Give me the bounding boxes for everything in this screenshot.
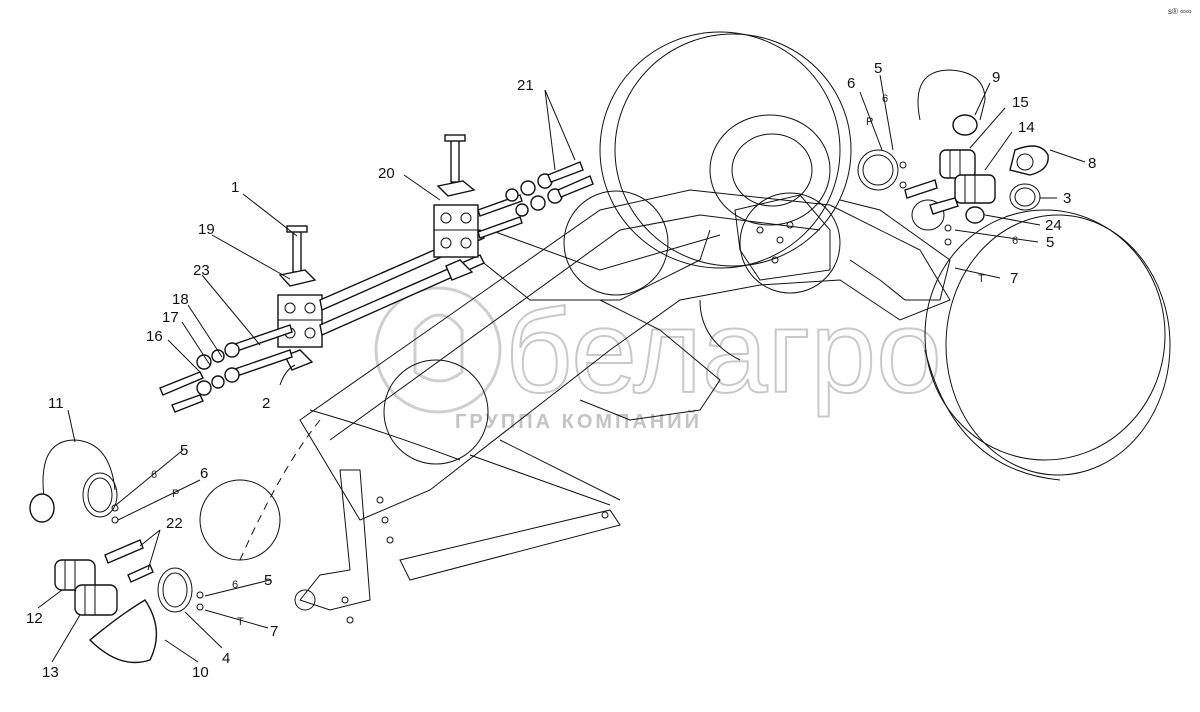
dust-cap-9 bbox=[952, 114, 978, 136]
callout-10: 10 bbox=[192, 664, 209, 681]
callout-14: 14 bbox=[1018, 119, 1035, 136]
callout-9: 9 bbox=[992, 69, 1000, 86]
clamp-assembly-top bbox=[433, 134, 594, 281]
port-mark-6-low: 6 bbox=[232, 579, 238, 591]
callout-7-right: 7 bbox=[1010, 270, 1018, 287]
callout-23: 23 bbox=[193, 262, 210, 279]
callout-20: 20 bbox=[378, 165, 395, 182]
dust-cap-strap-11 bbox=[42, 439, 116, 506]
fitting-21-upper bbox=[547, 161, 584, 183]
callout-6-top: 6 bbox=[847, 75, 855, 92]
dust-cap-10 bbox=[88, 599, 158, 664]
detail-circle-right bbox=[739, 192, 841, 294]
callout-5-left: 5 bbox=[180, 442, 188, 459]
leader-lines bbox=[37, 74, 1086, 663]
callout-24: 24 bbox=[1045, 217, 1062, 234]
snap-ring-4 bbox=[157, 567, 193, 613]
callout-4: 4 bbox=[222, 650, 230, 667]
coupling-15 bbox=[939, 149, 976, 179]
clamp-bolt-top bbox=[450, 139, 460, 183]
port-mark-t-low: T bbox=[237, 616, 244, 628]
rear-wheel-left bbox=[599, 31, 852, 269]
snap-ring-6 bbox=[857, 149, 899, 191]
callout-19: 19 bbox=[198, 221, 215, 238]
callout-18: 18 bbox=[172, 291, 189, 308]
port-mark-t-right: T bbox=[978, 273, 985, 285]
detail-circle-middle bbox=[383, 359, 489, 465]
callout-1: 1 bbox=[231, 179, 239, 196]
port-mark-6-left: 6 bbox=[151, 469, 157, 481]
watermark-subtitle: ГРУППА КОМПАНИЙ bbox=[455, 409, 702, 433]
watermark-brand: белагро bbox=[505, 286, 942, 418]
callout-7-low: 7 bbox=[270, 623, 278, 640]
coupling-group-right bbox=[857, 69, 1049, 246]
tractor-frame bbox=[239, 189, 951, 624]
callout-2: 2 bbox=[262, 395, 270, 412]
port-mark-p-left: P bbox=[172, 488, 179, 500]
fitting-22-upper bbox=[104, 539, 144, 564]
port-mark-6-right: 6 bbox=[1012, 235, 1018, 247]
callout-12: 12 bbox=[26, 610, 43, 627]
callout-21: 21 bbox=[517, 77, 534, 94]
o-ring-3 bbox=[1009, 183, 1041, 211]
cap-8 bbox=[1009, 145, 1049, 176]
callout-17: 17 bbox=[162, 309, 179, 326]
coupling-13 bbox=[74, 584, 118, 616]
fitting-22-lower bbox=[127, 564, 154, 583]
tube-lower bbox=[319, 254, 485, 336]
callout-16: 16 bbox=[146, 328, 163, 345]
rear-wheel-right bbox=[924, 209, 1171, 481]
coupling-group-left bbox=[29, 439, 204, 664]
clamp-bolt-1 bbox=[292, 229, 302, 273]
clamp-block-19 bbox=[277, 294, 323, 348]
watermark-logo-mark bbox=[413, 313, 464, 383]
corner-mark: s® ∞∞ bbox=[1168, 7, 1192, 16]
callout-15: 15 bbox=[1012, 94, 1029, 111]
callout-labels: 1 19 23 18 17 16 2 20 21 6 5 9 15 14 8 3… bbox=[26, 60, 1096, 681]
dust-cap-11 bbox=[29, 493, 55, 523]
fitting-21-lower bbox=[557, 175, 594, 198]
callout-13: 13 bbox=[42, 664, 59, 681]
port-marks: 6 P 6 T 6 P 6 T bbox=[151, 93, 1018, 628]
callout-3: 3 bbox=[1063, 190, 1071, 207]
callout-22: 22 bbox=[166, 515, 183, 532]
callout-5-right: 5 bbox=[1046, 234, 1054, 251]
callout-8: 8 bbox=[1088, 155, 1096, 172]
watermark: белагро ГРУППА КОМПАНИЙ bbox=[374, 285, 943, 433]
port-mark-6-top: 6 bbox=[882, 93, 888, 105]
watermark-logo-ring bbox=[374, 286, 502, 414]
detail-circle-left bbox=[199, 479, 281, 561]
snap-ring-11 bbox=[82, 472, 118, 518]
washer-24 bbox=[965, 206, 985, 224]
snap-ring-lower bbox=[911, 199, 945, 231]
detail-circle-top bbox=[563, 190, 669, 296]
callout-6-left: 6 bbox=[200, 465, 208, 482]
port-mark-p-top: P bbox=[866, 116, 873, 128]
dust-cap-strap-9 bbox=[917, 69, 986, 121]
callout-5-top: 5 bbox=[874, 60, 882, 77]
clamp-block-20 bbox=[433, 204, 479, 258]
fitting-16 bbox=[159, 371, 204, 396]
callout-11: 11 bbox=[48, 395, 64, 412]
callout-5-low: 5 bbox=[264, 572, 272, 589]
